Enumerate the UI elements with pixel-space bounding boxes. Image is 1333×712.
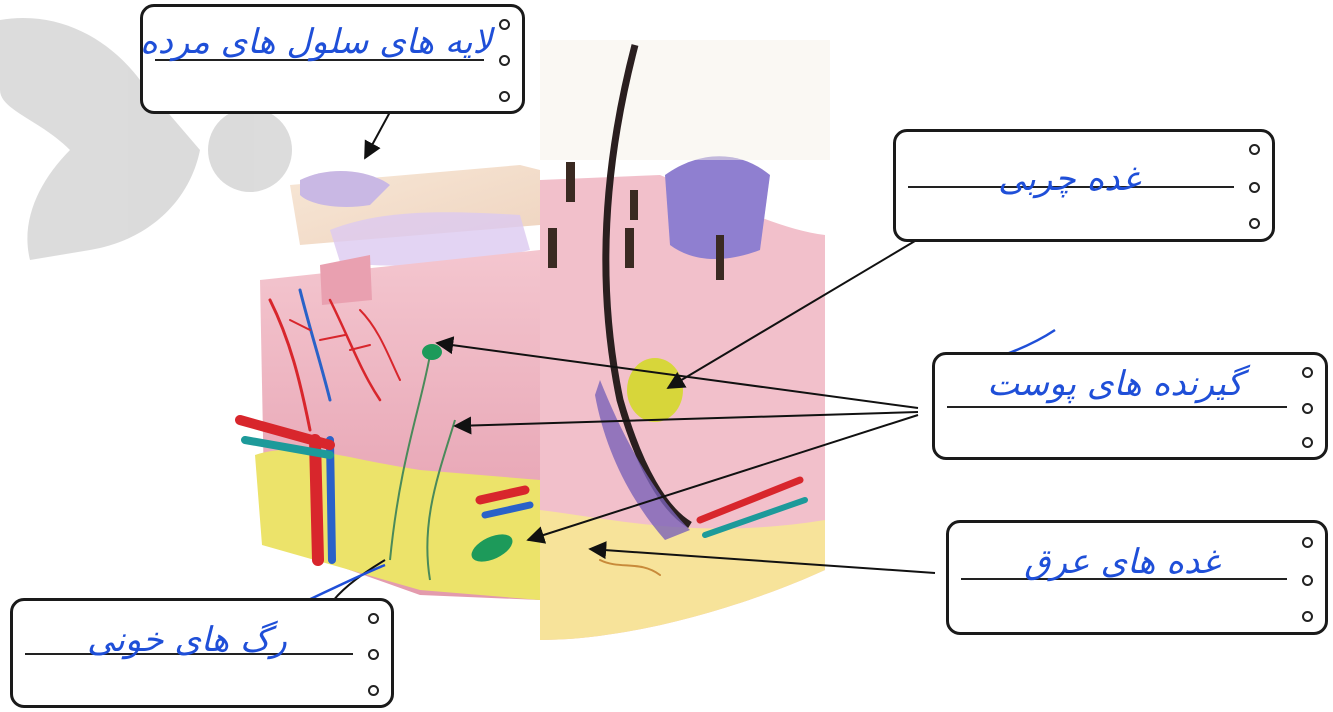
blood-vessels-right xyxy=(599,476,808,576)
label-sweat-glands: غده های عرق xyxy=(1024,542,1220,582)
hair-stubs xyxy=(548,162,724,280)
label-box-sweat-glands: غده های عرق xyxy=(946,520,1328,635)
epidermis-top xyxy=(290,165,540,266)
label-epidermis: لایه های سلول های مرده xyxy=(139,22,492,62)
hair-follicle xyxy=(595,380,690,540)
watermark-shape xyxy=(0,18,292,260)
label-box-sebaceous-gland: غده چربی xyxy=(893,129,1275,242)
label-receptors: گیرنده های پوست xyxy=(987,364,1243,404)
label-box-epidermis: لایه های سلول های مرده xyxy=(140,4,525,114)
label-sebaceous-gland: غده چربی xyxy=(998,159,1140,199)
blood-vessels-left xyxy=(235,288,534,566)
label-box-blood-vessels: رگ های خونی xyxy=(10,598,394,708)
right-skin-block xyxy=(540,40,830,640)
pointer-arrows xyxy=(329,111,936,606)
nerve-fibers xyxy=(389,354,456,581)
label-box-receptors: گیرنده های پوست xyxy=(932,352,1328,460)
sebaceous-gland-shape xyxy=(627,358,683,422)
label-blood-vessels: رگ های خونی xyxy=(87,620,287,660)
